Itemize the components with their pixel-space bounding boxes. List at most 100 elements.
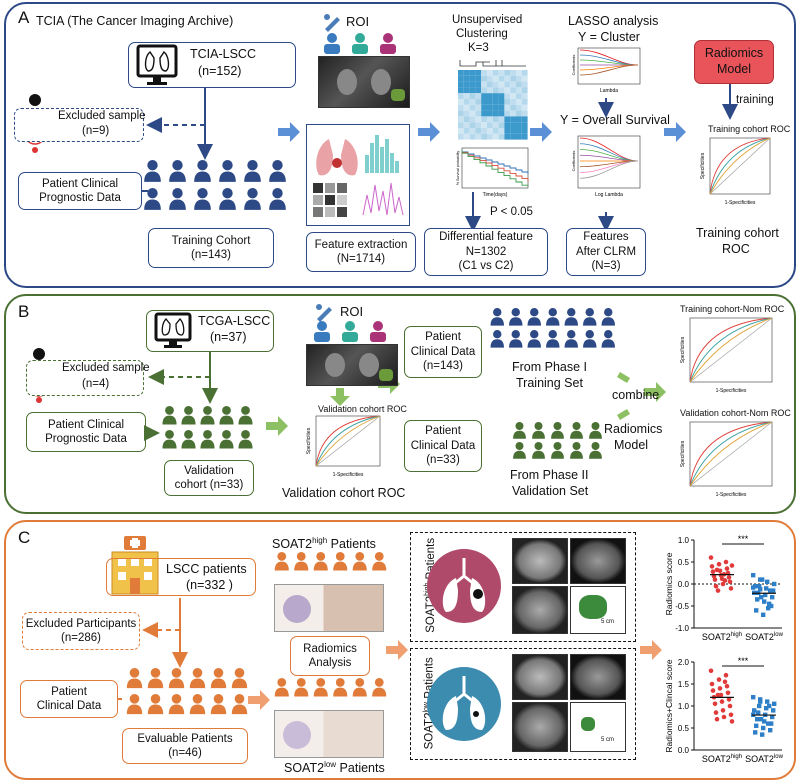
phase2-label: From Phase II <box>510 468 589 482</box>
heatmap-cell <box>458 81 464 88</box>
heatmap-cell <box>504 110 511 117</box>
validation-cohort-label: Validation <box>184 464 234 477</box>
feature-extraction-panel <box>306 124 410 226</box>
person-icon <box>165 430 174 439</box>
heatmap-cell <box>510 116 516 123</box>
person-icon-body <box>294 561 309 571</box>
low-point <box>770 595 775 600</box>
heatmap-cell <box>475 104 482 111</box>
heatmap-cell <box>487 128 493 134</box>
heatmap-cell <box>521 81 528 88</box>
heatmap-cell <box>521 128 528 134</box>
heatmap-cell <box>475 87 482 94</box>
heatmap-cell <box>516 87 522 94</box>
person-icon <box>222 406 231 415</box>
differential-feature-label: Differential feature <box>439 231 533 244</box>
person-icon <box>241 430 250 439</box>
p-value: P < 0.05 <box>490 206 533 218</box>
low-point <box>761 612 766 617</box>
heatmap-cell <box>487 133 493 140</box>
x-label-high: SOAT2high <box>702 754 742 764</box>
heatmap-cell <box>475 110 482 117</box>
pcd2-label2: Clinical Data <box>410 439 476 452</box>
monitor-icon-b <box>154 312 192 348</box>
low-point <box>766 721 771 726</box>
km-curve <box>461 150 529 186</box>
y-tick-label: 1.5 <box>678 680 690 689</box>
radiomics-model-label-a2: Model <box>716 62 752 76</box>
person-icon <box>567 308 576 317</box>
heatmap-cell <box>469 128 476 134</box>
low-point <box>759 595 764 600</box>
roc-diagonal <box>689 421 773 487</box>
heatmap-cell <box>469 75 476 82</box>
radiomics-model-label-a: Radiomics <box>704 46 764 61</box>
km-curve <box>461 150 529 182</box>
heatmap-cell <box>458 70 464 76</box>
heatmap-cell <box>492 116 499 123</box>
person-icon-body <box>532 430 545 439</box>
panel-c <box>4 520 796 780</box>
person-icon-body <box>532 450 545 459</box>
clinical-data-box-b: Patient Clinical Prognostic Data <box>26 412 146 452</box>
heatmap-cell <box>475 93 482 99</box>
heatmap-cell <box>504 75 511 82</box>
heatmap-cell <box>498 128 505 134</box>
low-point <box>760 577 765 582</box>
heatmap-cell <box>492 104 499 111</box>
high-point <box>716 677 722 682</box>
y-tick-label: 0.0 <box>678 746 690 755</box>
heatmap-cell <box>521 133 528 140</box>
person-icon <box>585 308 594 317</box>
person-icon-body <box>551 450 564 459</box>
y-tick-label: 0.0 <box>678 580 690 589</box>
person-icon <box>241 406 250 415</box>
heatmap-cell <box>463 70 470 76</box>
roc-diagonal <box>689 317 773 383</box>
person-icon <box>150 668 161 678</box>
person-icon-body <box>219 199 236 210</box>
high-point <box>713 583 719 589</box>
heatmap-cell <box>498 93 505 99</box>
roc-frame <box>689 421 773 487</box>
ct-sagittal-high <box>570 538 626 584</box>
heatmap-cell <box>516 133 522 140</box>
high-point <box>722 679 728 685</box>
high-point <box>717 686 723 691</box>
person-icon-body <box>147 704 164 715</box>
clustering-label: Clustering <box>456 28 508 40</box>
roc-y-label: Specificities <box>700 152 706 179</box>
heatmap-cell <box>504 133 511 140</box>
km-frame <box>461 147 529 189</box>
survival-curve: Time(days)% Survival probability <box>456 147 529 198</box>
high-point <box>729 563 735 568</box>
person-icon <box>316 552 326 561</box>
soat2-low-imaging-panel <box>410 648 636 760</box>
ihc-low-thumbnail <box>274 710 384 758</box>
person-icon-body <box>352 687 367 697</box>
soat2-low-title-sup: low <box>324 760 337 769</box>
person-icon-body <box>583 317 597 326</box>
heatmap-cell <box>469 116 476 123</box>
person-icon <box>172 160 183 171</box>
person-icon-body <box>126 704 143 715</box>
high-point <box>716 561 722 567</box>
low-point <box>772 581 777 587</box>
low-point <box>770 714 775 720</box>
validation-people-icons <box>162 406 253 449</box>
features-after-label: Features <box>583 231 629 244</box>
low-point <box>765 579 770 584</box>
person-icon-body <box>570 430 583 439</box>
person-icon-body <box>601 317 615 326</box>
person-icon-body <box>372 561 387 571</box>
tcia-lscc-label: TCIA-LSCC <box>190 47 256 61</box>
excluded-sample-box-a <box>14 108 144 142</box>
feature-extraction-box: Feature extraction (N=1714) <box>306 232 416 272</box>
high-point <box>729 719 735 724</box>
km-curve <box>461 150 529 174</box>
person-icon-body <box>162 439 177 449</box>
person-icon-body <box>244 199 261 210</box>
